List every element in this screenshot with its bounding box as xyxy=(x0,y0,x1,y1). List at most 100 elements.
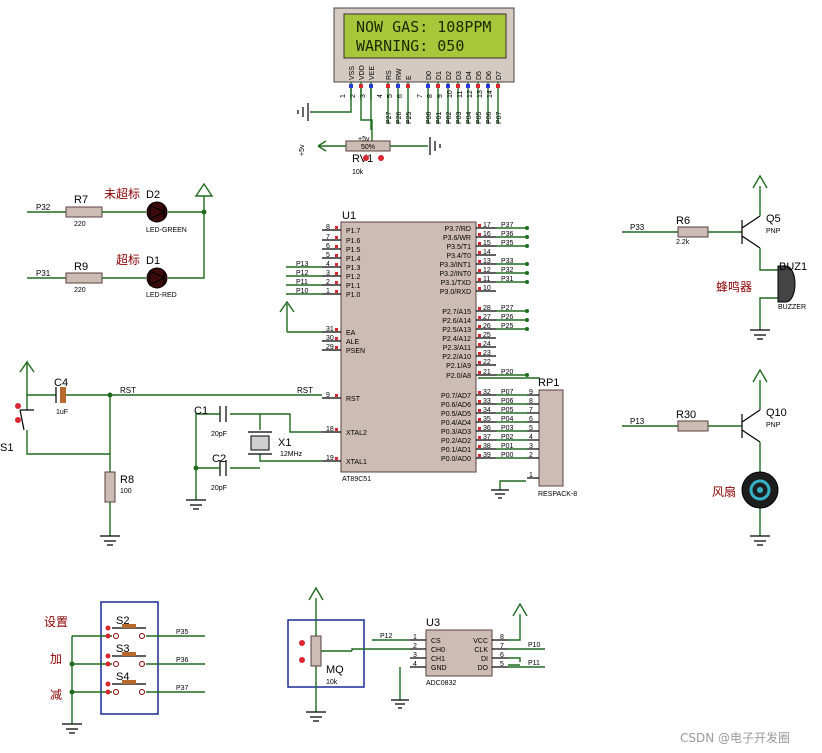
pin-marker xyxy=(478,278,481,281)
rp1-part: RESPACK-8 xyxy=(538,491,577,498)
u1-net-label: P25 xyxy=(501,323,514,330)
u1-pin-number: 12 xyxy=(483,267,491,274)
u1-net-label: P03 xyxy=(501,425,514,432)
lcd-pin-name: D1 xyxy=(436,71,443,80)
q10-ref: Q10 xyxy=(766,407,787,419)
adc-pin-number: 6 xyxy=(500,652,504,659)
u1-pin-name: P1.6 xyxy=(346,238,361,245)
d2-net: P32 xyxy=(36,203,51,212)
lcd-net-label: P01 xyxy=(436,111,443,124)
buz1-ref: BUZ1 xyxy=(779,261,807,273)
lcd-pin-number: 4 xyxy=(377,94,384,98)
rp1-pin-number: 3 xyxy=(529,443,533,450)
u1-pin-name: P2.2/A10 xyxy=(442,354,471,361)
u1-pin-number: 23 xyxy=(483,350,491,357)
u1-pin-name: P0.5/AD5 xyxy=(441,411,471,418)
u1-net-label: P31 xyxy=(501,276,514,283)
u1-pin-number: 30 xyxy=(326,335,334,342)
q10-type: PNP xyxy=(766,422,781,429)
u1-pin-name: P0.7/AD7 xyxy=(441,393,471,400)
lcd-pin-number: 8 xyxy=(427,94,434,98)
rp1-pin-number: 7 xyxy=(529,407,533,414)
adc-pin-name: CH1 xyxy=(431,656,445,663)
u1-pin-number: 35 xyxy=(483,416,491,423)
d1-part: LED-RED xyxy=(146,292,177,299)
u1-net-label: P12 xyxy=(296,270,309,277)
adc-pin-number: 5 xyxy=(500,661,504,668)
pin-marker xyxy=(478,316,481,319)
pin-marker xyxy=(478,427,481,430)
lcd-pin-name: D0 xyxy=(426,71,433,80)
u1-pin-name: ALE xyxy=(346,339,360,346)
lcd-pin-number: 9 xyxy=(437,94,444,98)
pin-marker xyxy=(478,233,481,236)
pin-marker xyxy=(335,272,338,275)
pin-marker xyxy=(349,84,353,88)
pin-marker xyxy=(335,226,338,229)
pin-marker xyxy=(478,242,481,245)
key-contact xyxy=(113,661,119,667)
u1-pin-name: P2.3/A11 xyxy=(443,345,471,352)
lcd-line-2: WARNING: 050 xyxy=(356,37,464,55)
pin-marker xyxy=(478,307,481,310)
buzzer-circuit: P33 R6 2.2k Q5 PNP BUZ1 BUZZER 蜂鸣器 xyxy=(622,174,807,340)
buzzer-net: P33 xyxy=(630,223,645,232)
key-marker xyxy=(105,681,111,687)
adc-pin-name: CS xyxy=(431,638,441,645)
c2-value: 20pF xyxy=(211,485,227,492)
u1-net-label: P10 xyxy=(296,288,309,295)
u1-pin-name: P0.0/AD0 xyxy=(441,456,471,463)
u1-net-label: P20 xyxy=(501,369,514,376)
key-marker xyxy=(105,653,111,659)
lcd-net-label: P03 xyxy=(456,111,463,124)
u1-pin-name: P2.5/A13 xyxy=(442,327,471,334)
u1-pin-name: P3.4/T0 xyxy=(446,253,471,260)
lcd-pin-name: D3 xyxy=(456,71,463,80)
u1-pin-number: 26 xyxy=(483,323,491,330)
s1-ref: S1 xyxy=(0,442,13,454)
d1-ref: D1 xyxy=(146,255,160,267)
u1-pin-name: P2.1/A9 xyxy=(446,363,471,370)
u1-pin-number: 29 xyxy=(326,344,334,351)
r8-value: 100 xyxy=(120,488,132,495)
u1-pin-name: P0.6/AD6 xyxy=(441,402,471,409)
u1-pin-number: 16 xyxy=(483,231,491,238)
pin-marker xyxy=(478,400,481,403)
mq-value: 10k xyxy=(326,679,338,686)
lcd-pin-number: 3 xyxy=(360,94,367,98)
pin-marker xyxy=(466,84,470,88)
q5-type: PNP xyxy=(766,228,781,235)
lcd-pin-name: VEE xyxy=(369,66,376,80)
adc-net-label: P10 xyxy=(528,642,541,649)
u1-pin-number: 1 xyxy=(326,288,330,295)
u1-pin-number: 34 xyxy=(483,407,491,414)
mq-sensor: MQ 10k xyxy=(287,586,365,722)
adc-net-label: P12 xyxy=(380,633,393,640)
lcd-module: NOW GAS: 108PPM WARNING: 050 VSS1VDD2VEE… xyxy=(297,7,515,176)
rp1-ref: RP1 xyxy=(538,377,559,389)
fan-label: 风扇 xyxy=(712,484,736,499)
pin-marker xyxy=(335,290,338,293)
pin-marker xyxy=(478,436,481,439)
rv1-percent: 50% xyxy=(361,144,375,151)
lcd-net-label: P00 xyxy=(426,111,433,124)
rp1-pin-number: 1 xyxy=(529,472,533,479)
key-label: 加 xyxy=(50,652,62,666)
u1-net-label: P00 xyxy=(501,452,514,459)
lcd-net-label: P27 xyxy=(386,111,393,124)
key-net: P37 xyxy=(176,685,189,692)
u1-pin-name: RST xyxy=(346,396,361,403)
net-end xyxy=(525,373,529,377)
u1-pin-number: 31 xyxy=(326,326,334,333)
lcd-pin-number: 7 xyxy=(417,94,424,98)
pin-marker xyxy=(335,337,338,340)
r7-ref: R7 xyxy=(74,194,88,206)
lcd-net-label: P26 xyxy=(396,111,403,124)
u1-pin-name: P1.0 xyxy=(346,292,361,299)
key-label: 减 xyxy=(50,688,62,702)
r6-ref: R6 xyxy=(676,215,690,227)
u1-pin-number: 24 xyxy=(483,341,491,348)
r8-ref: R8 xyxy=(120,474,134,486)
